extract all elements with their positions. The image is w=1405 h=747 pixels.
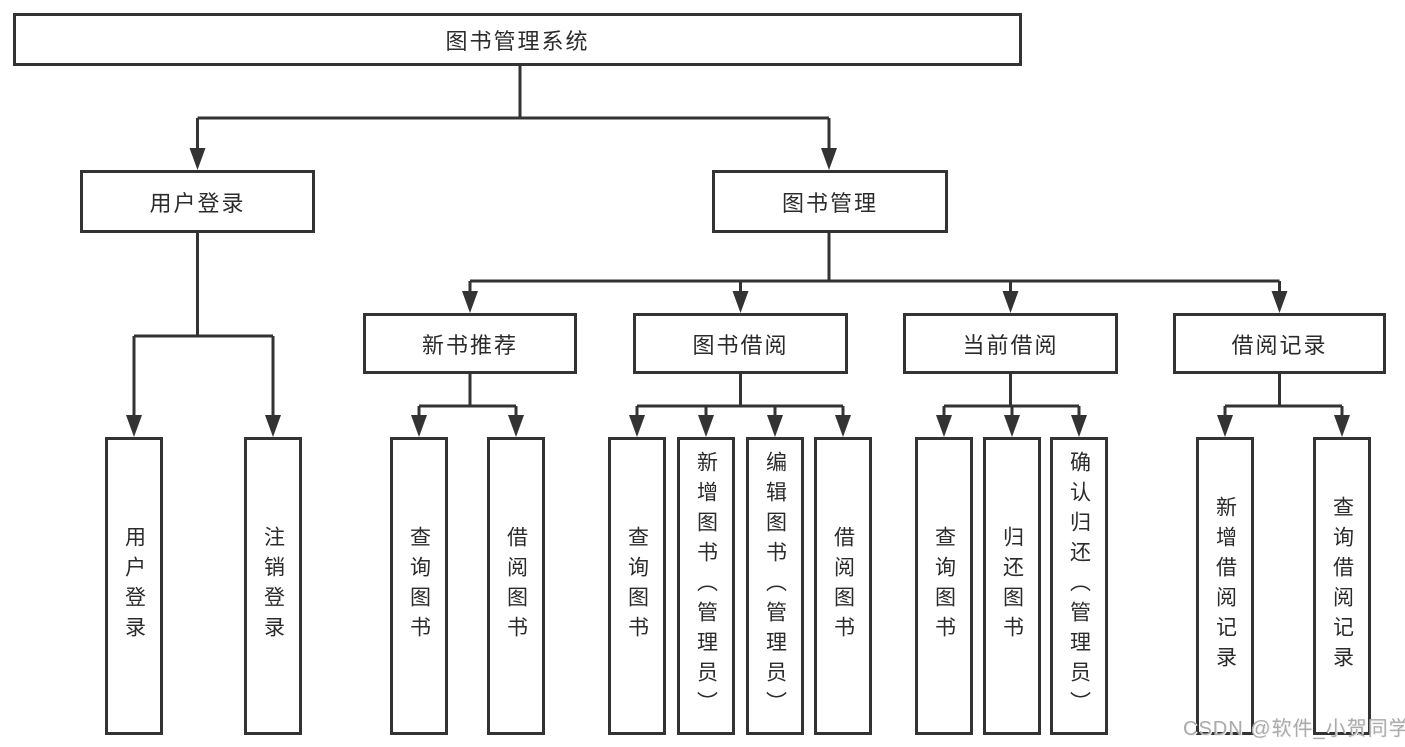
node-current-borrowing: 当前借阅 xyxy=(903,313,1118,374)
connector-records-branch xyxy=(1217,374,1350,437)
leaf-query-books-recommend: 查询图书 xyxy=(390,437,448,735)
leaf-borrow-books-borrowing: 借阅图书 xyxy=(814,437,872,735)
connector-recommend-branch xyxy=(411,374,524,437)
leaf-confirm-return-admin: 确认归还（管理员） xyxy=(1050,437,1108,735)
leaf-edit-books-admin: 编辑图书（管理员） xyxy=(746,437,804,735)
node-new-book-recommendation: 新书推荐 xyxy=(363,313,577,374)
node-book-borrowing: 图书借阅 xyxy=(633,313,848,374)
leaf-borrow-books-recommend: 借阅图书 xyxy=(487,437,545,735)
connector-current-branch xyxy=(936,374,1087,437)
leaf-query-borrow-record: 查询借阅记录 xyxy=(1313,437,1371,735)
leaf-user-login: 用户登录 xyxy=(105,437,163,735)
node-borrowing-records: 借阅记录 xyxy=(1173,313,1386,374)
leaf-return-books: 归还图书 xyxy=(983,437,1041,735)
connector-login-branch xyxy=(126,233,281,437)
leaf-logout: 注销登录 xyxy=(244,437,302,735)
leaf-add-books-admin: 新增图书（管理员） xyxy=(677,437,735,735)
connector-management-branch xyxy=(462,233,1288,313)
leaf-query-books-current: 查询图书 xyxy=(915,437,973,735)
leaf-query-books-borrowing: 查询图书 xyxy=(608,437,666,735)
connector-root-to-level2 xyxy=(189,66,837,170)
connector-borrowing-branch xyxy=(629,374,851,437)
node-library-system: 图书管理系统 xyxy=(13,13,1022,66)
node-user-login-module: 用户登录 xyxy=(80,170,315,233)
csdn-watermark: CSDN @软件_小贺同学 xyxy=(1183,718,1405,740)
node-book-management: 图书管理 xyxy=(712,170,948,233)
leaf-add-borrow-record: 新增借阅记录 xyxy=(1196,437,1254,735)
